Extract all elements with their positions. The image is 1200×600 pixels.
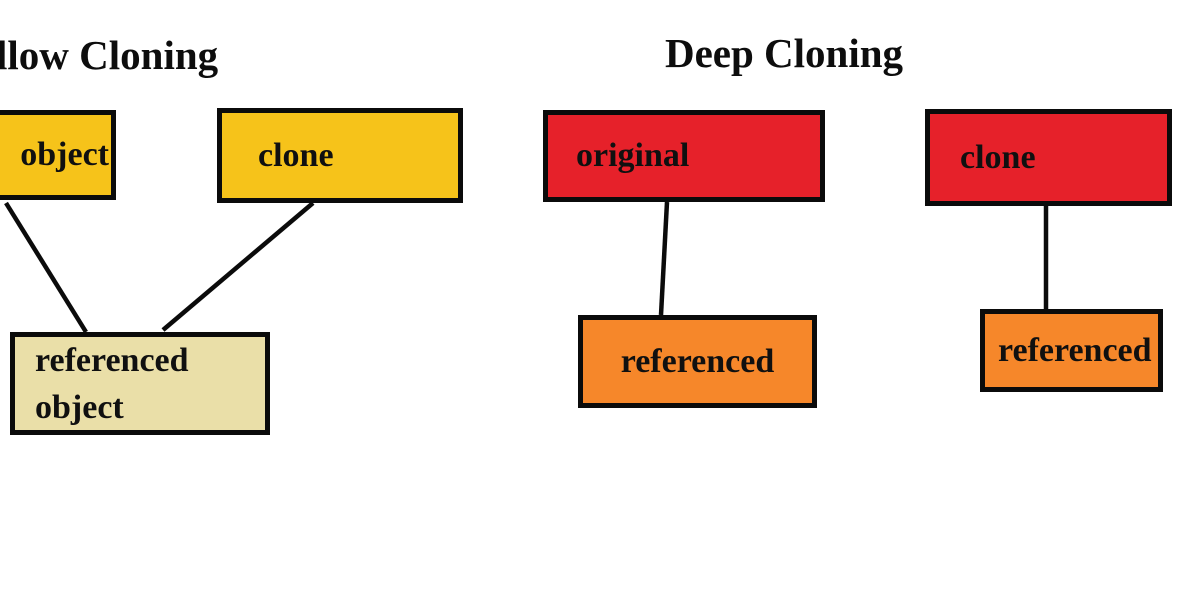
shallow-clone-box: clone — [217, 108, 463, 203]
deep-referenced-right-box: referenced — [980, 309, 1163, 392]
shallow-clone-label: clone — [258, 136, 334, 174]
deep-clone-box: clone — [925, 109, 1172, 206]
shallow-referenced-object-label-line2: object — [35, 388, 124, 426]
connector-object-to-referenced-object — [4, 201, 88, 334]
connector-clone-to-referenced-object — [161, 201, 315, 332]
deep-referenced-left-box: referenced — [578, 315, 817, 408]
deep-original-box: original — [543, 110, 825, 202]
deep-cloning-title: Deep Cloning — [665, 30, 904, 76]
deep-referenced-left-label: referenced — [620, 342, 775, 380]
deep-original-label: original — [576, 137, 690, 174]
shallow-cloning-title: llow Cloning — [0, 32, 219, 78]
shallow-object-box: object — [0, 110, 116, 200]
shallow-object-label: object — [20, 136, 109, 173]
shallow-referenced-object-label-line1: referenced — [35, 341, 189, 379]
deep-referenced-right-label: referenced — [998, 331, 1152, 369]
deep-clone-label: clone — [960, 138, 1036, 176]
connector-original-to-referenced — [658, 201, 670, 316]
shallow-referenced-object-box: referenced object — [10, 332, 270, 435]
